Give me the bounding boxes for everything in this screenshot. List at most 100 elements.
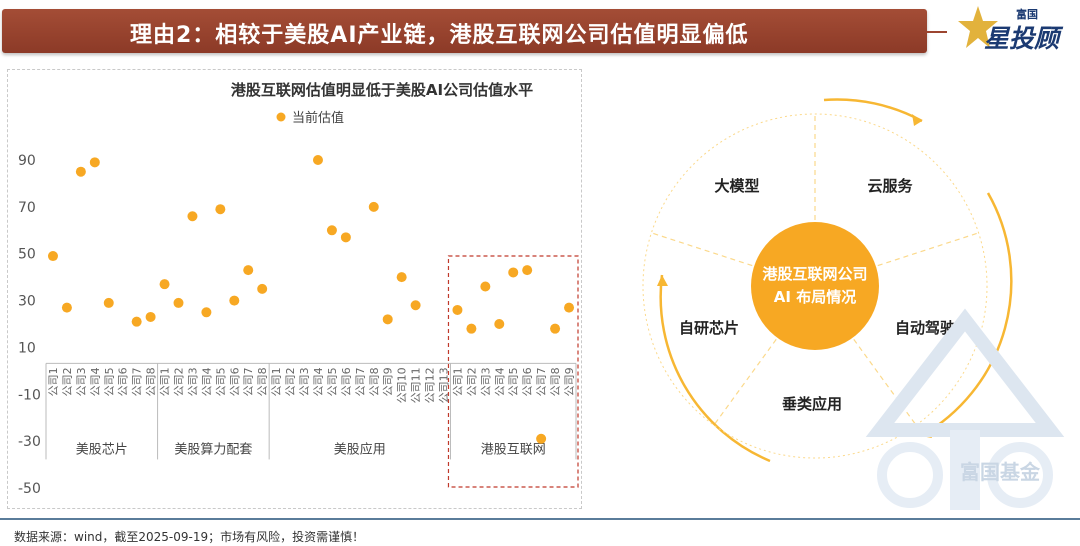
x-tick-label: 公司5: [214, 367, 227, 396]
x-tick-label: 公司4: [493, 367, 506, 396]
data-point: [410, 300, 421, 311]
y-tick-label: -50: [18, 481, 41, 497]
x-tick-label: 公司1: [451, 367, 464, 396]
x-tick-label: 公司3: [479, 367, 492, 396]
data-point: [466, 323, 477, 334]
chart-legend: 当前估值: [276, 110, 344, 126]
data-points: [47, 155, 575, 444]
x-tick-label: 公司2: [173, 367, 186, 396]
x-tick-label: 公司13: [438, 367, 451, 403]
data-point: [173, 297, 184, 308]
data-point: [368, 201, 379, 212]
x-tick-label: 公司7: [131, 367, 144, 396]
x-tick-label: 公司2: [61, 367, 74, 396]
center-label-1: 港股互联网公司: [762, 265, 867, 283]
data-point: [550, 323, 561, 334]
x-tick-label: 公司8: [549, 367, 562, 396]
group-label: 美股算力配套: [174, 441, 252, 457]
footer-divider: [0, 518, 1080, 520]
data-point: [536, 433, 547, 444]
group-label: 美股芯片: [76, 442, 128, 457]
star-logo-icon: [958, 6, 998, 48]
data-point: [257, 283, 268, 294]
x-tick-label: 公司6: [521, 367, 534, 396]
x-tick-label: 公司5: [103, 367, 116, 396]
x-tick-label: 公司4: [200, 367, 213, 396]
x-tick-label: 公司6: [340, 367, 353, 396]
x-tick-label: 公司1: [47, 367, 60, 396]
data-point: [312, 155, 323, 165]
segment-divider: [877, 232, 977, 267]
x-tick-label: 公司3: [186, 367, 199, 396]
radial-diagram: 港股互联网公司 AI 布局情况 云服务 自动驾驶 垂类应用 自研芯片 大模型: [642, 98, 1013, 463]
data-point: [61, 302, 72, 313]
y-tick-label: 50: [18, 247, 36, 263]
y-tick-label: 90: [18, 153, 36, 169]
highlight-box: [447, 255, 579, 488]
segment-self-developed-chips: 自研芯片: [679, 319, 739, 337]
ai-layout-diagram: 港股互联网公司 AI 布局情况 云服务 自动驾驶 垂类应用 自研芯片 大模型: [600, 60, 1080, 515]
segment-autonomous-driving: 自动驾驶: [895, 319, 955, 337]
x-tick-label: 公司1: [270, 367, 283, 396]
title-banner: 理由2：相较于美股AI产业链，港股互联网公司估值明显偏低: [2, 9, 927, 53]
x-tick-label: 公司3: [75, 367, 88, 396]
x-tick-label: 公司2: [284, 367, 297, 396]
legend-label: 当前估值: [292, 110, 344, 126]
x-tick-label: 公司9: [563, 367, 576, 396]
logo-small-text: 富国: [1016, 8, 1038, 21]
x-tick-label: 公司7: [535, 367, 548, 396]
data-point: [47, 251, 58, 262]
data-point: [382, 314, 393, 325]
data-point: [229, 295, 240, 306]
x-tick-label: 公司8: [145, 367, 158, 396]
data-point: [215, 204, 226, 215]
arc-arrow-left: [659, 274, 771, 463]
logo-big-text: 星投顾: [984, 24, 1060, 53]
y-tick-label: 70: [18, 200, 36, 216]
x-tick-label: 公司6: [117, 367, 130, 396]
data-point: [187, 211, 198, 222]
y-tick-label: -10: [18, 387, 41, 403]
x-tick-label: 公司2: [465, 367, 478, 396]
data-point: [452, 304, 463, 315]
x-tick-label: 公司9: [382, 367, 395, 396]
y-tick-label: 30: [18, 294, 36, 310]
data-point: [103, 297, 114, 308]
center-label-2: AI 布局情况: [774, 288, 856, 306]
data-point: [564, 302, 575, 313]
y-axis: 90 70 50 30 10 -10 -30 -50: [18, 153, 41, 497]
outer-ring: [642, 113, 988, 459]
segment-cloud-service: 云服务: [867, 177, 913, 195]
segment-divider: [714, 339, 777, 424]
x-tick-label: 公司8: [256, 367, 269, 396]
data-point: [89, 157, 100, 168]
arrowhead-top: [912, 114, 922, 126]
x-tick-label: 公司4: [89, 367, 102, 396]
watermark-text: 富国基金: [960, 460, 1040, 484]
x-tick-label: 公司4: [312, 367, 325, 396]
x-tick-label: 公司7: [242, 367, 255, 396]
center-circle: [751, 222, 879, 350]
slide-title: 理由2：相较于美股AI产业链，港股互联网公司估值明显偏低: [130, 23, 749, 48]
watermark-logo-icon: [865, 308, 1065, 510]
data-point: [522, 265, 533, 276]
x-tick-label: 公司8: [368, 367, 381, 396]
scatter-chart: 港股互联网估值明显低于美股AI公司估值水平 当前估值 9070503010-10…: [18, 81, 579, 497]
segment-divider: [653, 232, 753, 267]
data-point: [201, 307, 212, 318]
data-point: [508, 267, 519, 278]
data-point: [159, 279, 170, 290]
x-tick-label: 公司3: [298, 367, 311, 396]
y-tick-label: -30: [18, 434, 41, 450]
data-point: [326, 225, 337, 236]
y-tick-label: 10: [18, 340, 36, 356]
x-tick-label: 公司1: [159, 367, 172, 396]
x-tick-label: 公司7: [354, 367, 367, 396]
data-point: [145, 311, 156, 322]
data-point: [75, 166, 86, 177]
data-point: [243, 265, 254, 276]
arrowhead-left: [657, 275, 668, 286]
legend-marker: [276, 112, 286, 122]
